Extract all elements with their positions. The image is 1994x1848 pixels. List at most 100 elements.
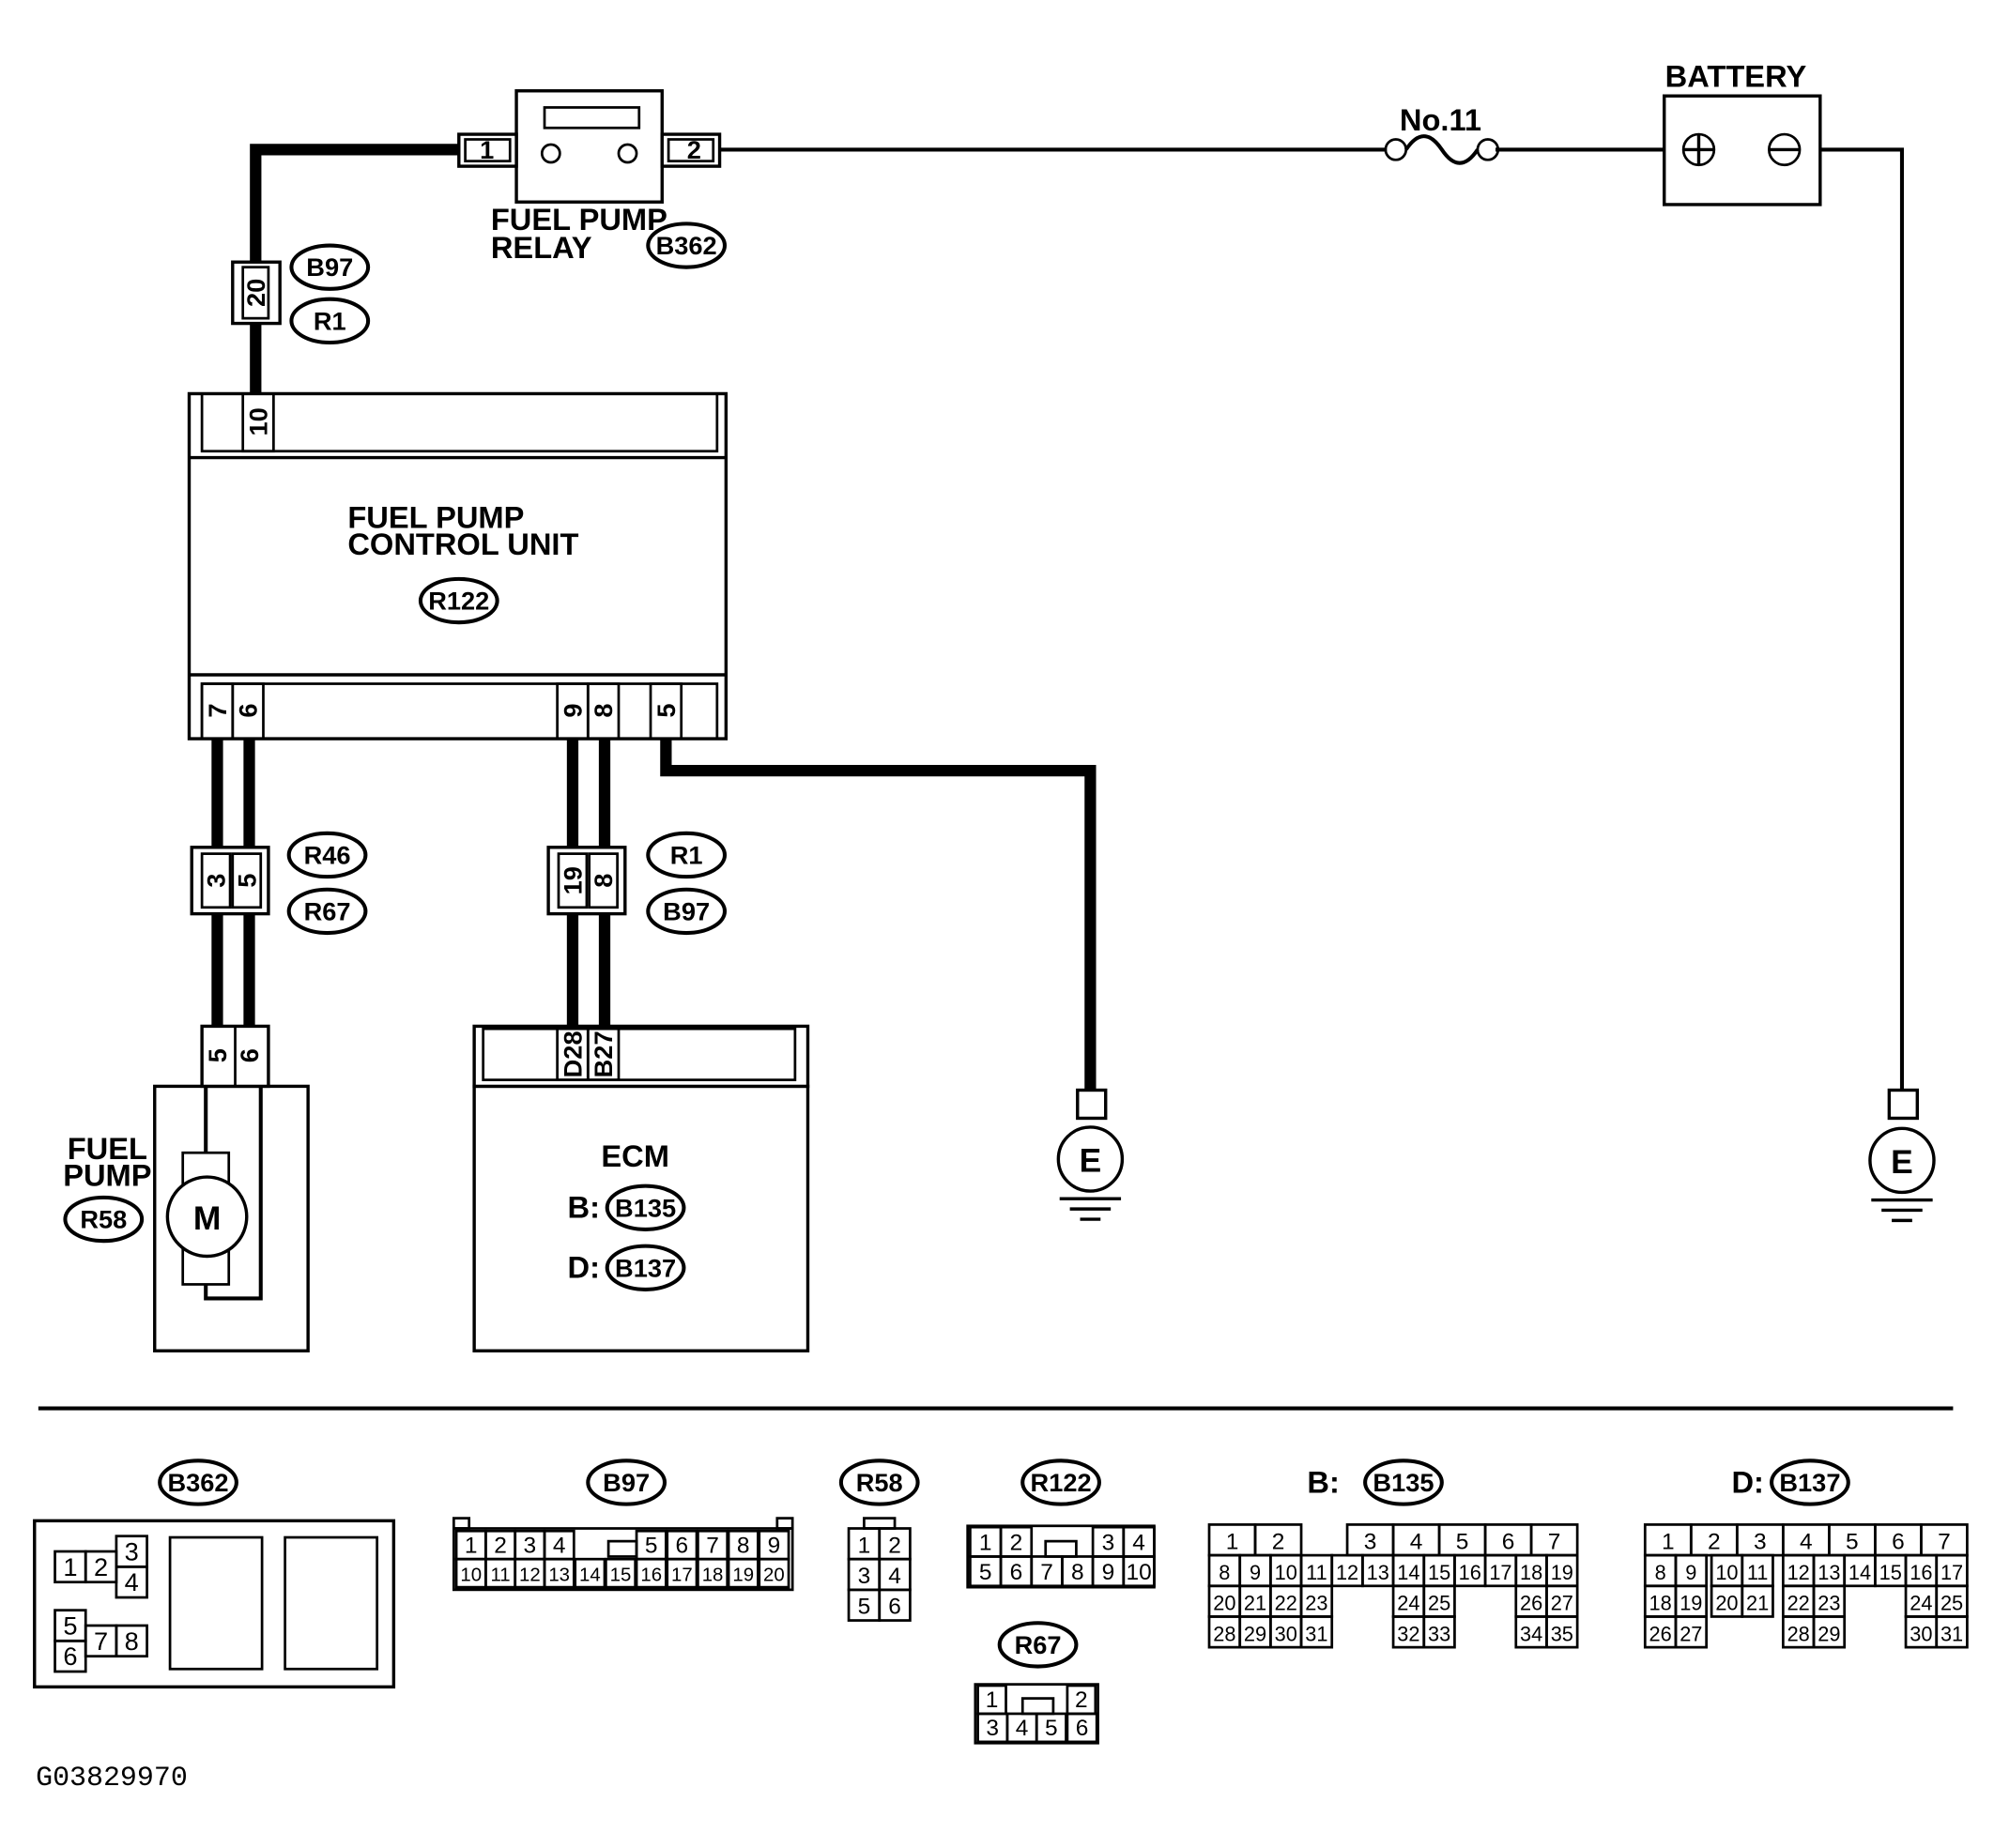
connector-pin: 15 [1879,1561,1902,1584]
fuel-pump-control-unit: 10 7 6 9 8 5 FUEL PUMP CONTROL UNIT R122 [187,391,729,741]
b97-title: B97 [603,1468,650,1497]
connector-pin: 10 [1275,1561,1297,1584]
connector-pin: 16 [1910,1561,1932,1584]
connector-pin: 12 [1787,1561,1810,1584]
connector-pin: 20 [763,1565,785,1585]
battery-label: BATTERY [1665,59,1807,94]
ground-battery: E [1868,1088,1936,1223]
connector-ecm-inline: 19 8 R1 B97 [546,831,728,936]
connector-pin: 18 [1649,1592,1672,1615]
connector-pin: 7 [1040,1560,1053,1585]
relay-pin-1: 1 [480,135,494,164]
connector-pin: 9 [768,1533,781,1558]
connector-pin: 21 [1244,1592,1266,1615]
fuse-no11: No.11 [1384,102,1500,165]
connector-pin: 29 [1244,1622,1266,1645]
top-conn-tag-1 [289,243,371,291]
cu-pin-9: 9 [559,704,588,718]
ecm-connector-frame [472,1024,810,1089]
connector-pin: 8 [1071,1560,1084,1585]
figure-id: G03829970 [36,1762,188,1794]
connector-pin: 32 [1397,1622,1419,1645]
cu-label-line1: FUEL PUMP [347,499,524,534]
connector-pin: 1 [979,1531,992,1556]
connector-pin: 16 [1459,1561,1481,1584]
ground-symbol [1868,1126,1936,1195]
cu-tag-text: R122 [428,587,489,616]
connector-view-b362: B362 1 2 3 4 5 6 7 8 [33,1459,396,1689]
connector-pin: 28 [1213,1622,1235,1645]
connector-pin: 4 [1410,1529,1423,1554]
top-conn-tag-2-text: R1 [314,306,346,335]
fuse-element [1403,134,1480,165]
connector-pin: 24 [1910,1592,1932,1615]
fuse-terminal-right [1476,138,1500,161]
connector-pin: 19 [732,1565,754,1585]
connector-pin: 6 [888,1595,901,1620]
connector-pin: 2 [1708,1529,1721,1554]
pump-conn-tag-1 [286,831,368,879]
connector-pin: 9 [1685,1561,1696,1584]
relay-label-line2: RELAY [491,230,592,265]
connector-pin: 12 [1336,1561,1358,1584]
connector-pin: 2 [888,1533,901,1558]
relay-contact-right [617,143,638,164]
cu-tag [418,576,499,625]
fuse-terminal-left [1384,138,1408,161]
connector-pin: 5 [1846,1529,1859,1554]
connector-pin: 22 [1787,1592,1810,1615]
cu-top-connector [200,392,719,453]
b135-title: B135 [1373,1468,1434,1497]
connector-pin: 18 [702,1565,724,1585]
connector-pin: 8 [737,1533,750,1558]
ecm-conn-tag-1-text: R1 [670,841,703,870]
connector-pin: 17 [1940,1561,1963,1584]
connector-pin: 11 [1747,1561,1769,1584]
b137-title: B137 [1779,1468,1840,1497]
ecm-conn-pin-19: 19 [559,866,588,894]
r122-title: R122 [1031,1468,1092,1497]
connector-pin: 30 [1275,1622,1297,1645]
connector-pin: 7 [706,1533,719,1558]
connector-pin: 20 [1213,1592,1235,1615]
pump-label-line2: PUMP [63,1158,151,1193]
connector-pin: 6 [676,1533,689,1558]
r58-title: R58 [856,1468,903,1497]
connector-pin: 10 [1715,1561,1738,1584]
connector-pin: 18 [1520,1561,1542,1584]
connector-pin: 10 [460,1565,482,1585]
connector-pin: 6 [1010,1560,1023,1585]
connector-pin: 1 [465,1533,478,1558]
connector-pin: 6 [1076,1716,1089,1741]
connector-pin: 5 [979,1560,992,1585]
ecm-pin-d28: D28 [559,1031,588,1077]
connector-pin: 1 [986,1688,999,1713]
connector-pin: 11 [1306,1561,1327,1584]
connector-pin: 4 [553,1533,566,1558]
ecm-tag-d-text: B137 [615,1253,676,1282]
cu-pin-7: 7 [203,704,232,718]
connector-pin: 17 [671,1565,693,1585]
connector-pin: 27 [1680,1622,1702,1645]
wire-battery-to-ground [1819,147,1905,1093]
connector-pin: 4 [1016,1716,1029,1741]
svg-text:1: 1 [63,1552,77,1581]
ecm-tag-b-text: B135 [615,1193,676,1222]
pump-label-line1: FUEL [68,1131,147,1166]
pump-conn-pin-5: 5 [232,874,261,888]
ecm-pin-b27: B27 [589,1031,618,1077]
b362-title: B362 [167,1468,228,1497]
ground-symbol [1056,1125,1125,1193]
connector-pin: 6 [1892,1529,1905,1554]
connector-pin: 34 [1520,1622,1542,1645]
connector-pin: 26 [1520,1592,1542,1615]
cu-body [187,391,729,741]
svg-text:7: 7 [94,1627,108,1656]
ecm-d-prefix: D: [568,1250,600,1285]
connector-pin: 13 [1367,1561,1389,1584]
pump-motor-symbol: M [193,1200,221,1237]
ecm-tag-b [605,1184,686,1231]
pump-conn-tag-1-text: R46 [304,841,351,870]
